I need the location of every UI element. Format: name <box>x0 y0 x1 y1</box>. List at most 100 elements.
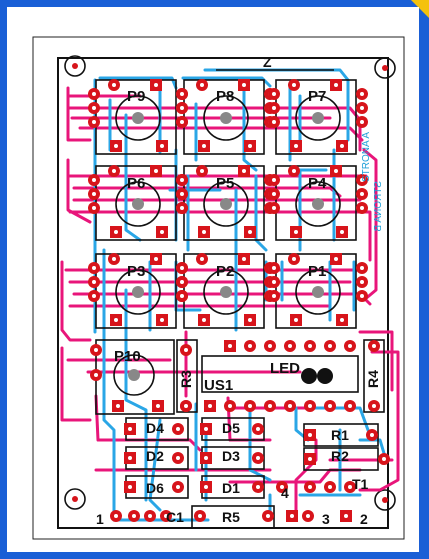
corner-mark <box>411 0 429 18</box>
pad-hole <box>294 230 298 234</box>
pink-trace <box>358 330 394 392</box>
pad-hole <box>256 427 260 431</box>
blue-trace <box>298 168 328 252</box>
pad-hole <box>292 169 296 173</box>
pad-hole <box>176 427 180 431</box>
pad-hole <box>128 456 132 460</box>
pad-hole <box>272 206 276 210</box>
pad-hole <box>272 192 276 196</box>
blue-trace <box>181 76 272 88</box>
pad-hole <box>112 169 116 173</box>
pad-hole <box>200 169 204 173</box>
label-p4: P4 <box>308 175 327 192</box>
label-d4: D4 <box>146 420 164 436</box>
r5-outline <box>191 505 275 529</box>
pad-hole <box>114 318 118 322</box>
label-z: Z <box>263 54 272 70</box>
button-cap-outline <box>295 95 341 141</box>
pad-hole <box>180 120 184 124</box>
pad-hole <box>112 257 116 261</box>
button-cap-outline <box>203 95 249 141</box>
pad-hole <box>348 344 352 348</box>
label-t1: T1 <box>352 476 369 492</box>
pad-hole <box>308 457 312 461</box>
pink-trace <box>60 346 92 422</box>
r3-outline <box>176 339 198 413</box>
label-r4: R4 <box>365 370 381 388</box>
pad-hole <box>128 427 132 431</box>
pink-trace <box>358 350 400 492</box>
pad-hole <box>294 318 298 322</box>
pad-hole <box>268 344 272 348</box>
pad-hole <box>228 404 232 408</box>
pad-hole <box>180 206 184 210</box>
pink-trace <box>68 210 372 262</box>
pad-hole <box>334 257 338 261</box>
label-p7: P7 <box>308 88 326 105</box>
led-shape <box>317 368 333 384</box>
pad-hole <box>92 120 96 124</box>
pad-hole <box>272 92 276 96</box>
label-pin-2: 2 <box>360 511 368 527</box>
pad-hole <box>114 514 118 518</box>
pad-hole <box>202 144 206 148</box>
pad-hole <box>344 514 348 518</box>
mount-hole-pad <box>382 497 388 503</box>
pink-trace <box>78 126 364 142</box>
pink-trace <box>60 260 92 342</box>
pad-hole <box>242 169 246 173</box>
pad-hole <box>308 433 312 437</box>
label-c1: C1 <box>166 509 184 525</box>
pad-hole <box>156 404 160 408</box>
us1-outline <box>201 355 359 393</box>
pad-hole <box>200 83 204 87</box>
label-p8: P8 <box>216 88 234 105</box>
mount-hole-pad <box>72 63 78 69</box>
pad-hole <box>128 485 132 489</box>
pink-trace <box>66 106 362 152</box>
mounting-holes <box>64 55 396 511</box>
pad-hole <box>180 178 184 182</box>
pad-hole <box>360 206 364 210</box>
pad-hole <box>154 257 158 261</box>
label-pin-1: 1 <box>96 511 104 527</box>
pad-hole <box>112 83 116 87</box>
pad-hole <box>94 348 98 352</box>
pad-hole <box>116 404 120 408</box>
label-r3: R3 <box>178 370 194 388</box>
pad-hole <box>180 294 184 298</box>
button-p10-cap-outline <box>113 354 155 396</box>
label-p9: P9 <box>127 88 145 105</box>
label-r2: R2 <box>331 448 349 464</box>
button-center <box>220 112 232 124</box>
pad-hole <box>154 169 158 173</box>
pad-hole <box>164 514 168 518</box>
pad-hole <box>160 230 164 234</box>
pad-hole <box>92 192 96 196</box>
blue-trace <box>102 248 116 522</box>
pad-hole <box>288 344 292 348</box>
pad-hole <box>272 106 276 110</box>
pad-hole <box>92 266 96 270</box>
label-pin-3: 3 <box>322 511 330 527</box>
label-p5: P5 <box>216 175 234 192</box>
pad-hole <box>292 83 296 87</box>
label-led: LED <box>270 360 300 377</box>
pad-hole <box>340 230 344 234</box>
pad-hole <box>242 83 246 87</box>
button-center <box>132 286 144 298</box>
pad-hole <box>160 144 164 148</box>
pad-hole <box>370 433 374 437</box>
label-d6: D6 <box>146 480 164 496</box>
pad-hole <box>280 485 284 489</box>
pink-trace <box>66 86 92 142</box>
side-text-a: STRONA A <box>361 132 372 182</box>
pad-hole <box>202 318 206 322</box>
label-pin-4: 4 <box>281 485 289 501</box>
pad-hole <box>148 514 152 518</box>
label-p1: P1 <box>308 263 326 280</box>
button-cap-outline <box>203 269 249 315</box>
button-cap-outline <box>115 95 161 141</box>
button-cap-outline <box>203 181 249 227</box>
